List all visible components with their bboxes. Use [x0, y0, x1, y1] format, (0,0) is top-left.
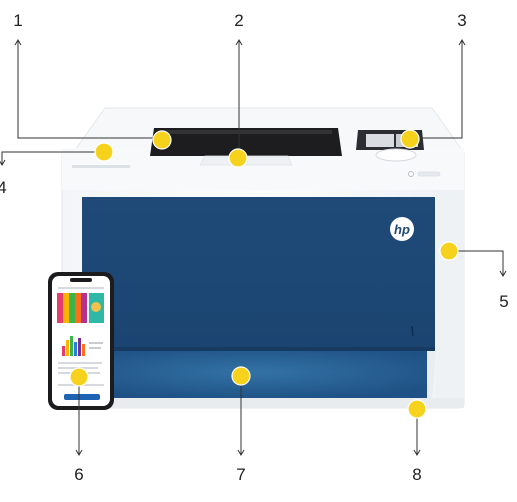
callout-number-4: 4 [0, 178, 7, 197]
hotspot-8[interactable] [407, 399, 427, 419]
printer-base [62, 398, 464, 408]
power-indicator [417, 171, 441, 177]
model-label-strip [72, 165, 130, 168]
hotspot-6[interactable] [69, 367, 89, 387]
printer-right-side [436, 190, 464, 408]
phone-photo [57, 293, 104, 323]
callout-number-6: 6 [74, 465, 83, 484]
callout-leaders [0, 39, 507, 456]
hotspots [69, 129, 459, 419]
output-bin [150, 128, 342, 156]
tray-side [427, 351, 436, 398]
callout-number-5: 5 [499, 292, 508, 311]
front-door[interactable] [82, 197, 435, 350]
phone-bar-chart [62, 336, 103, 356]
hotspot-3[interactable] [400, 129, 420, 149]
callout-numbers: 1 2 3 4 5 6 7 8 [0, 11, 509, 484]
smartphone-icon [48, 272, 114, 410]
door-latch [411, 325, 414, 337]
paper-tray[interactable] [82, 351, 427, 398]
callout-number-7: 7 [236, 465, 245, 484]
callout-number-1: 1 [13, 11, 22, 30]
callout-number-8: 8 [412, 465, 421, 484]
printer-icon: hp [61, 107, 465, 409]
output-bin-rollers [160, 130, 332, 134]
brand-logo-text: hp [394, 222, 410, 237]
callout-number-2: 2 [234, 11, 243, 30]
hotspot-4[interactable] [94, 142, 114, 162]
hotspot-1[interactable] [152, 130, 172, 150]
door-seam [82, 347, 435, 351]
hp-logo-icon: hp [390, 217, 414, 241]
hotspot-2[interactable] [228, 148, 248, 168]
hotspot-7[interactable] [231, 366, 251, 386]
hotspot-5[interactable] [439, 241, 459, 261]
callout-number-3: 3 [457, 11, 466, 30]
phone-print-button [64, 394, 100, 400]
power-button[interactable] [408, 171, 414, 177]
